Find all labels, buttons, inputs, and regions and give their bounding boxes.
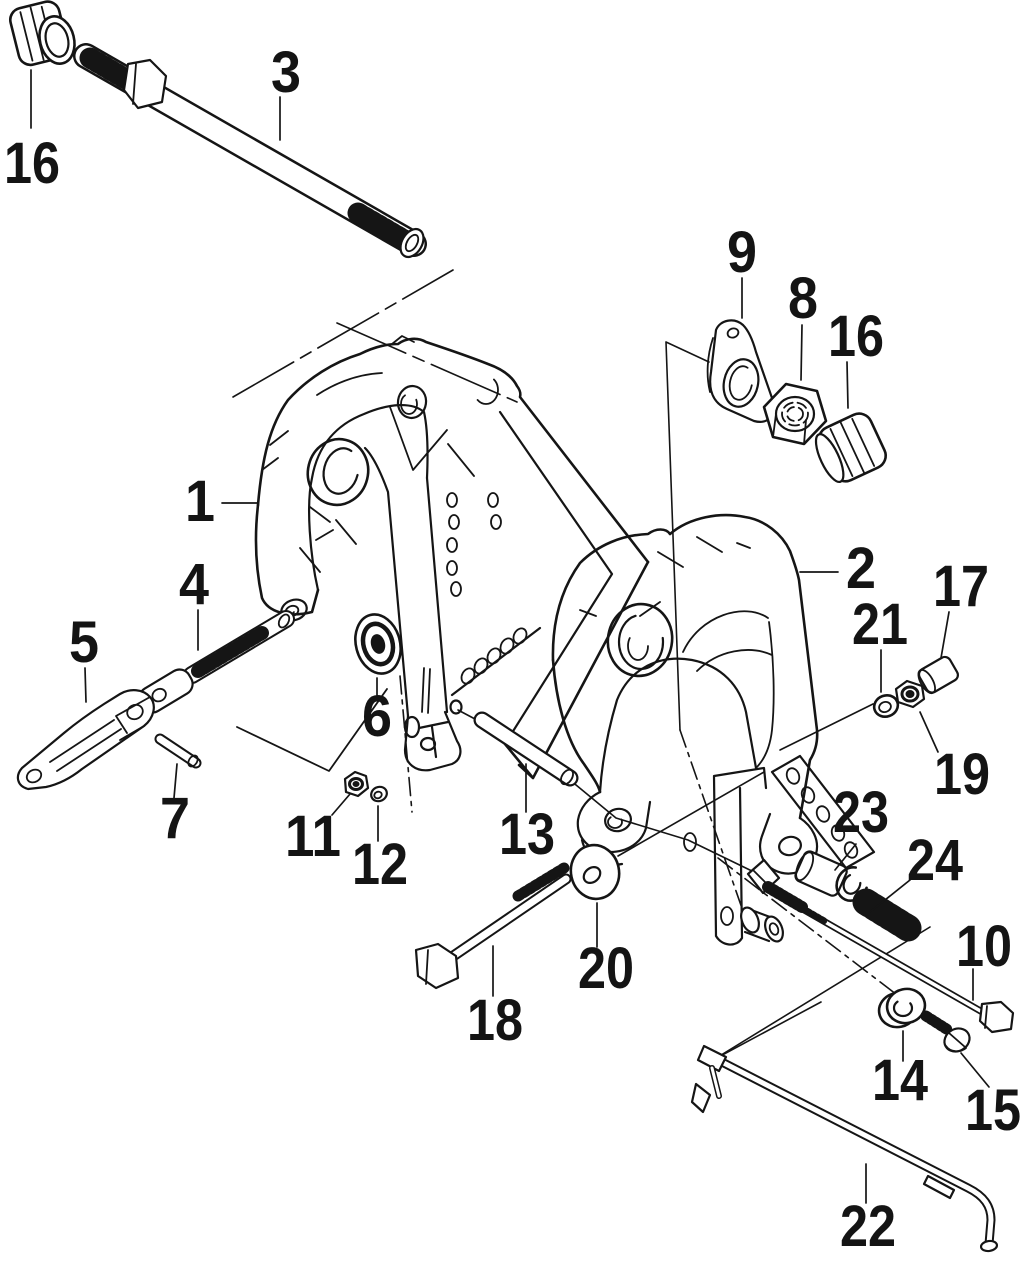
- bushing-14: [877, 987, 927, 1029]
- callout-24: 24: [869, 828, 963, 913]
- clamp-bracket-2: [551, 513, 876, 946]
- callout-15: 15: [960, 1052, 1021, 1143]
- callout-label: 18: [467, 988, 523, 1053]
- callout-label: 21: [852, 592, 908, 657]
- callout-5: 5: [69, 610, 99, 703]
- callout-label: 6: [362, 684, 392, 749]
- bolt-18: [414, 862, 572, 990]
- washer-20: [569, 843, 621, 901]
- callout-label: 1: [185, 469, 215, 534]
- callout-label: 2: [846, 536, 876, 601]
- clamp-screw-3: [73, 43, 427, 259]
- callout-label: 11: [285, 804, 341, 869]
- holder-23: [794, 850, 876, 910]
- callout-13: 13: [499, 763, 555, 867]
- callout-label: 16: [828, 304, 884, 369]
- callout-label: 9: [727, 220, 757, 285]
- callout-18: 18: [467, 945, 523, 1053]
- callout-16-right: 16: [828, 304, 884, 409]
- clevis-fork-5: [16, 689, 155, 791]
- clevis-pin-7: [154, 733, 202, 769]
- callout-9: 9: [727, 220, 757, 319]
- callout-label: 22: [840, 1194, 896, 1259]
- callout-3: 3: [271, 40, 301, 141]
- callout-label: 23: [833, 780, 889, 845]
- callout-label: 4: [179, 552, 209, 617]
- callout-8: 8: [788, 266, 818, 381]
- lock-rod-22: [690, 1044, 999, 1253]
- callout-label: 24: [907, 828, 963, 893]
- washer-21: [872, 694, 900, 718]
- callout-22: 22: [840, 1163, 896, 1259]
- callout-17: 17: [933, 554, 989, 659]
- callout-16-top: 16: [4, 69, 60, 196]
- bushing-6: [354, 613, 402, 675]
- nut-19: [894, 679, 926, 709]
- callout-14: 14: [872, 1030, 928, 1113]
- callout-23: 23: [833, 780, 889, 871]
- bolt-15: [920, 1010, 971, 1053]
- threaded-stud-4: [138, 610, 295, 714]
- callout-19: 19: [919, 711, 990, 807]
- callout-label: 5: [69, 610, 99, 675]
- assembly-axis-lines: [232, 269, 957, 1061]
- spring-24: [852, 888, 922, 942]
- washer-12: [370, 785, 388, 803]
- callout-label: 8: [788, 266, 818, 331]
- bolt-10: [788, 899, 1015, 1034]
- callout-label: 20: [578, 936, 634, 1001]
- nut-11: [343, 770, 370, 798]
- callout-10: 10: [956, 914, 1012, 1001]
- callout-label: 19: [934, 742, 990, 807]
- swivel-cap-16-right: [814, 412, 887, 484]
- callout-6: 6: [362, 677, 392, 749]
- spacer-17: [917, 655, 959, 695]
- callout-label: 3: [271, 40, 301, 105]
- callout-label: 13: [499, 802, 555, 867]
- callout-1: 1: [185, 469, 258, 534]
- callout-7: 7: [160, 763, 190, 851]
- callout-label: 17: [933, 554, 989, 619]
- callout-label: 14: [872, 1048, 928, 1113]
- callout-12: 12: [352, 805, 408, 897]
- callout-21: 21: [852, 592, 908, 693]
- callout-label: 10: [956, 914, 1012, 979]
- callout-label: 15: [965, 1078, 1021, 1143]
- callout-label: 12: [352, 832, 408, 897]
- callout-label: 7: [160, 786, 190, 851]
- callout-label: 16: [4, 131, 60, 196]
- swivel-cap-16-top: [9, 0, 76, 67]
- callout-2: 2: [799, 536, 876, 601]
- callout-20: 20: [578, 902, 634, 1001]
- hex-nut-8: [762, 382, 828, 446]
- pivot-pin-13: [473, 711, 579, 787]
- callout-11: 11: [285, 793, 351, 869]
- callout-4: 4: [179, 552, 209, 651]
- callouts: 16 3 9 8 16 1 2 4: [4, 40, 1021, 1259]
